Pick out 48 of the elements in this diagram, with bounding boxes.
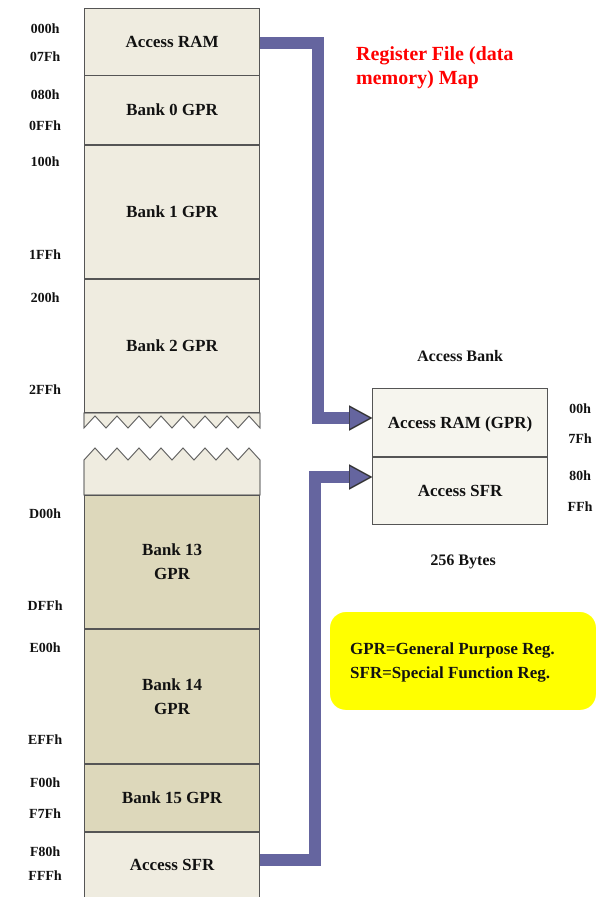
memory-bank-box [84, 764, 260, 832]
address-label: FFFh [28, 869, 62, 885]
bank-label: Access SFR [418, 480, 502, 502]
bank-label: Access RAM (GPR) [388, 412, 532, 434]
address-label: 2FFh [29, 383, 61, 399]
note-text: SFR=Special Function Reg. [350, 662, 550, 684]
address-label: E00h [29, 641, 61, 657]
address-label: 80h [569, 469, 591, 485]
bank-label: Access RAM [126, 31, 218, 53]
address-label: 7Fh [568, 432, 592, 448]
address-label: 200h [30, 291, 60, 307]
address-label: 0FFh [29, 119, 61, 135]
address-label: D00h [29, 507, 61, 523]
memory-bank-box [84, 495, 260, 629]
diagram-title: Register File (data memory) Map [356, 42, 514, 90]
address-label: 000h [30, 22, 60, 38]
access-bank-box [372, 388, 548, 457]
bank-label: Access SFR [130, 854, 214, 876]
caption-label: 256 Bytes [430, 552, 496, 570]
note-box [330, 612, 596, 710]
bank-label: Bank 13 GPR [141, 539, 203, 585]
bank-label: Bank 15 GPR [122, 787, 222, 809]
bank-label: Bank 2 GPR [126, 335, 218, 357]
memory-bank-box [84, 279, 260, 413]
address-label: F00h [30, 776, 60, 792]
address-label: 1FFh [29, 248, 61, 264]
address-label: EFFh [28, 733, 62, 749]
arrow [260, 37, 372, 431]
address-label: DFFh [28, 599, 62, 615]
address-label: F7Fh [29, 807, 61, 823]
memory-bank-box [84, 145, 260, 279]
memory-bank-box [84, 75, 260, 145]
address-label: 07Fh [30, 50, 60, 66]
arrow [260, 464, 372, 866]
memory-bank-box [84, 8, 260, 76]
caption-label: Access Bank [417, 348, 503, 366]
bank-label: Bank 14 GPR [141, 674, 203, 720]
address-label: 080h [30, 88, 60, 104]
memory-bank-box [84, 629, 260, 764]
address-label: F80h [30, 845, 60, 861]
access-bank-box [372, 457, 548, 525]
memory-bank-box [84, 832, 260, 897]
bank-label: Bank 1 GPR [126, 201, 218, 223]
note-text: GPR=General Purpose Reg. [350, 638, 555, 660]
address-label: 100h [30, 155, 60, 171]
address-label: 00h [569, 402, 591, 418]
address-label: FFh [568, 500, 592, 516]
bank-label: Bank 0 GPR [126, 99, 218, 121]
